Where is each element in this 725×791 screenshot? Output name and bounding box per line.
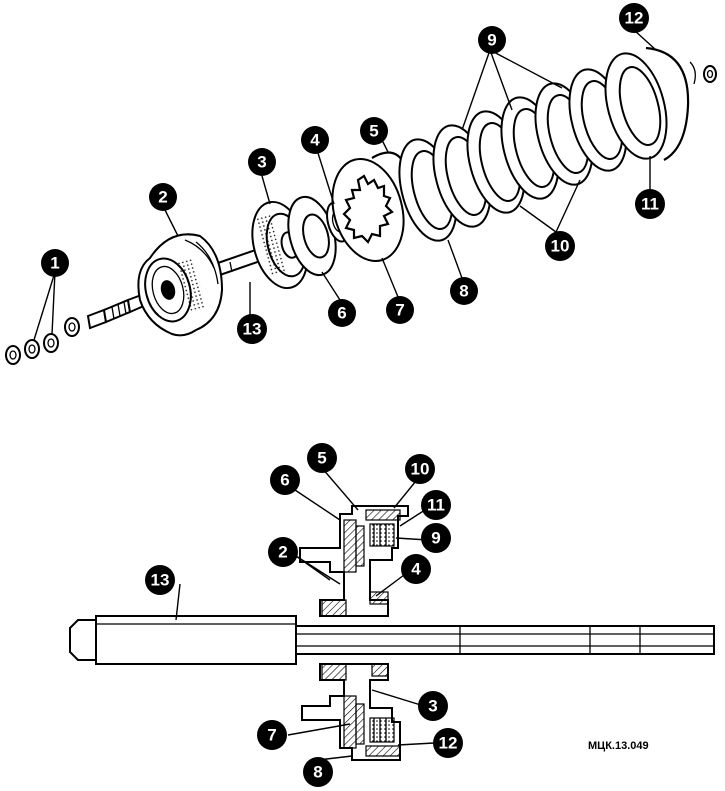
callout-bottom-13: 13: [145, 565, 175, 595]
svg-text:6: 6: [280, 471, 289, 490]
callout-8: 8: [450, 277, 478, 305]
clutch-drum: [137, 233, 224, 337]
svg-text:3: 3: [428, 697, 437, 716]
svg-text:5: 5: [317, 449, 326, 468]
drum-upper-section: [299, 505, 409, 617]
svg-text:2: 2: [158, 188, 167, 207]
callout-6: 6: [328, 299, 356, 327]
snap-ring-inner: [371, 151, 403, 161]
svg-text:12: 12: [625, 9, 644, 28]
svg-text:7: 7: [395, 301, 404, 320]
callout-13: 13: [237, 314, 267, 344]
svg-text:1: 1: [50, 254, 59, 273]
svg-text:3: 3: [257, 153, 266, 172]
callout-4: 4: [301, 126, 329, 154]
snap-ring-outer: [645, 46, 717, 161]
svg-text:11: 11: [427, 496, 445, 515]
callout-bottom-11: 11: [421, 490, 451, 520]
nuts-and-washer: [5, 317, 80, 365]
svg-text:4: 4: [411, 560, 421, 579]
svg-text:8: 8: [459, 282, 468, 301]
callout-3: 3: [248, 148, 276, 176]
callout-bottom-5: 5: [307, 443, 337, 473]
callout-7: 7: [386, 296, 414, 324]
callout-9: 9: [478, 26, 506, 54]
pressure-plate: [331, 158, 405, 262]
svg-text:13: 13: [151, 571, 170, 590]
svg-text:5: 5: [369, 122, 378, 141]
callout-bottom-7: 7: [257, 720, 287, 750]
section-view: 5 10 6 11 9 2 4 13: [69, 443, 715, 787]
svg-text:10: 10: [411, 460, 430, 479]
callout-2: 2: [149, 183, 177, 211]
shaft-section: [69, 615, 715, 665]
svg-text:9: 9: [431, 529, 440, 548]
thrust-plate: [604, 52, 668, 160]
callout-bottom-3: 3: [418, 691, 448, 721]
callout-bottom-8: 8: [303, 757, 333, 787]
callout-5: 5: [360, 117, 388, 145]
callout-bottom-6: 6: [270, 465, 300, 495]
svg-text:6: 6: [337, 304, 346, 323]
callout-1: 1: [41, 249, 69, 277]
callout-bottom-10: 10: [405, 454, 435, 484]
top-leader-lines: [33, 29, 657, 341]
callout-bottom-12: 12: [433, 728, 463, 758]
bottom-leader-lines: [175, 467, 435, 761]
drum-lower-section: [301, 663, 401, 761]
callout-11: 11: [635, 189, 665, 219]
exploded-view: 1 2 3 4 5 6 7 8: [5, 3, 717, 365]
svg-text:4: 4: [310, 131, 320, 150]
svg-text:11: 11: [641, 195, 659, 214]
svg-text:12: 12: [439, 734, 458, 753]
callout-10: 10: [545, 231, 575, 261]
figure-code: МЦК.13.049: [588, 740, 649, 752]
svg-text:10: 10: [551, 237, 570, 256]
svg-text:8: 8: [313, 763, 322, 782]
plate-stack: [398, 68, 628, 242]
svg-text:7: 7: [267, 726, 276, 745]
callout-bottom-2: 2: [268, 537, 298, 567]
svg-text:9: 9: [487, 31, 496, 50]
spring-washer: [287, 195, 337, 277]
callout-bottom-4: 4: [401, 554, 431, 584]
svg-text:13: 13: [243, 320, 262, 339]
callout-12: 12: [619, 3, 649, 33]
svg-text:2: 2: [278, 543, 287, 562]
callout-bottom-9: 9: [421, 523, 451, 553]
